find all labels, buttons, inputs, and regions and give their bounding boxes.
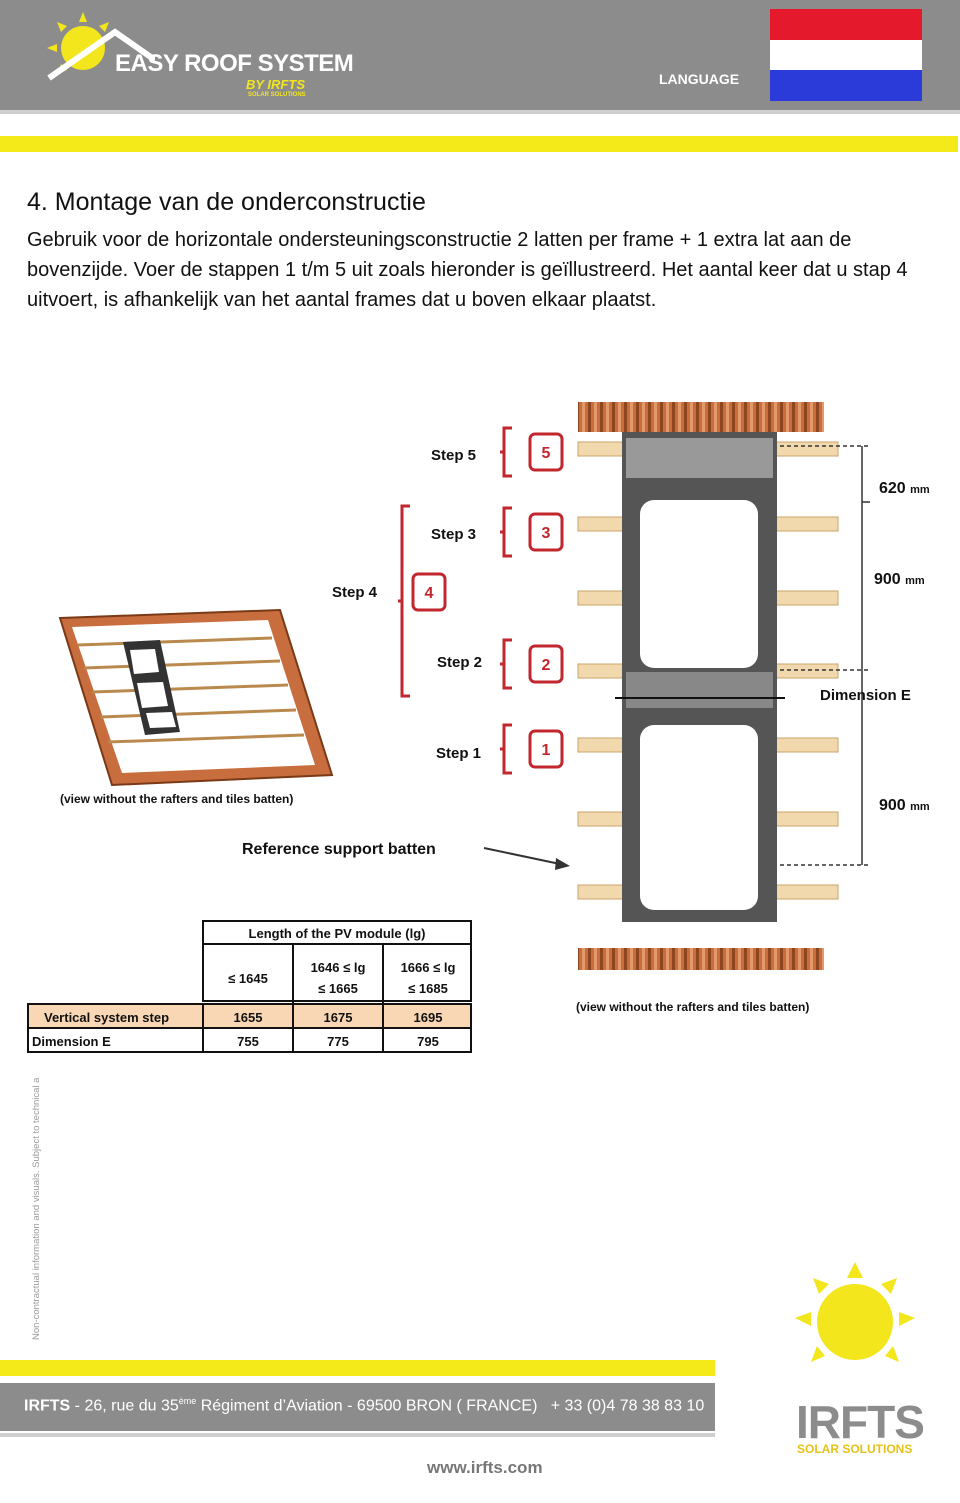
table-row-label: Dimension E	[32, 1034, 111, 1049]
irfts-logo-word: IRFTS	[796, 1396, 925, 1448]
brand-title: EASY ROOF SYSTEM	[115, 50, 354, 77]
view-note-right: (view without the rafters and tiles batt…	[576, 1000, 809, 1014]
step-number: 3	[542, 525, 551, 542]
dimension-top: 620 mm	[879, 480, 930, 497]
side-note: Non-contractual information and visuals.…	[31, 1077, 42, 1340]
table-column-header: ≤ 1645	[228, 971, 268, 986]
dimension-bottom: 900 mm	[879, 797, 930, 814]
footer-divider	[0, 1433, 715, 1437]
view-note-left: (view without the rafters and tiles batt…	[60, 792, 293, 806]
step-label: Step 3	[431, 526, 476, 543]
roof-overview	[58, 608, 334, 787]
table-cell: 755	[237, 1034, 259, 1049]
reference-batten-label: Reference support batten	[242, 841, 436, 858]
step-number: 5	[542, 445, 551, 462]
footer-url-link[interactable]: www.irfts.com	[427, 1458, 543, 1477]
section-heading: 4. Montage van de onderconstructie	[27, 188, 426, 216]
language-label: LANGUAGE	[659, 71, 740, 87]
dutch-flag-icon[interactable]	[770, 9, 922, 101]
table-cell: 795	[417, 1034, 439, 1049]
footer-address-sup: ème	[178, 1396, 197, 1406]
footer-company: IRFTS	[24, 1397, 71, 1415]
footer-bar	[0, 1383, 715, 1431]
table-cell: 1655	[234, 1010, 263, 1025]
dimension-middle: 900 mm	[874, 571, 925, 588]
step-label: Step 4	[332, 584, 378, 601]
table-column-header: ≤ 1665	[318, 981, 358, 996]
step-label: Step 5	[431, 447, 476, 464]
table-cell: 1695	[414, 1010, 443, 1025]
brand-by: BY IRFTS	[246, 77, 305, 92]
table-group-header: Length of the PV module (lg)	[249, 926, 426, 941]
table-column-header: 1646 ≤ lg	[311, 960, 366, 975]
elevation-drawing	[577, 402, 839, 970]
step-number: 1	[542, 742, 551, 759]
brand-tagline: SOLAR SOLUTIONS	[248, 92, 306, 98]
irfts-logo-subtitle: SOLAR SOLUTIONS	[797, 1442, 913, 1456]
footer-phone: + 33 (0)4 78 38 83 10	[550, 1397, 705, 1415]
dimension-e-label: Dimension E	[820, 687, 911, 704]
table-cell: 775	[327, 1034, 349, 1049]
step-label: Step 1	[436, 745, 481, 762]
header-yellow-band	[0, 136, 958, 152]
irfts-sun-logo-icon	[795, 1262, 915, 1362]
footer-address-part2: Régiment d’Aviation - 69500 BRON ( FRANC…	[196, 1397, 538, 1415]
mounting-diagram: (view without the rafters and tiles batt…	[27, 402, 930, 1053]
step-label: Step 2	[437, 654, 482, 671]
intro-paragraph: Gebruik voor de horizontale ondersteunin…	[27, 229, 908, 311]
step-number: 2	[542, 657, 551, 674]
header-divider	[0, 110, 960, 114]
step-number: 4	[425, 585, 434, 602]
table-column-header: ≤ 1685	[408, 981, 448, 996]
footer-yellow-band	[0, 1360, 715, 1376]
table-column-header: 1666 ≤ lg	[401, 960, 456, 975]
arrow-icon	[483, 847, 570, 870]
footer-address-part1: - 26, rue du 35	[70, 1397, 179, 1415]
sun-roof-logo-icon	[47, 12, 155, 81]
table-row-label: Vertical system step	[44, 1010, 169, 1025]
dimension-table: Length of the PV module (lg) ≤ 1645 1646…	[27, 920, 472, 1053]
table-cell: 1675	[324, 1010, 353, 1025]
footer-address: IRFTS - 26, rue du 35ème Régiment d’Avia…	[24, 1396, 704, 1415]
